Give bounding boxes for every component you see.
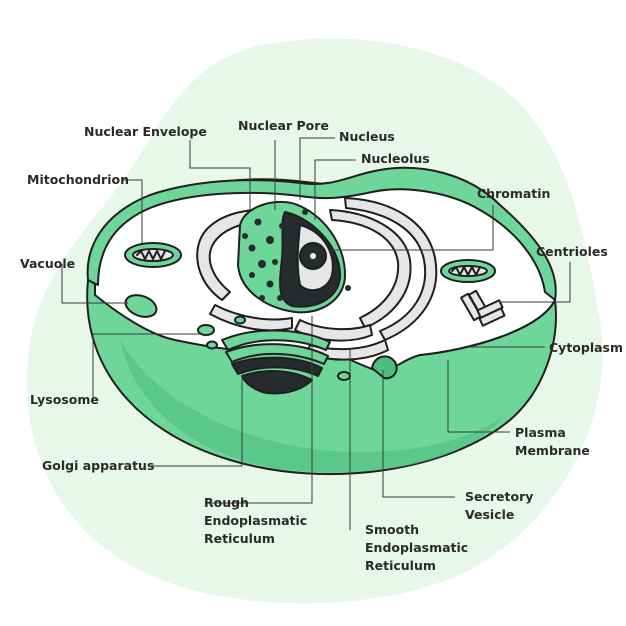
label-chromatin: Chromatin xyxy=(477,186,550,201)
nucleolus-highlight xyxy=(310,253,316,259)
label-nuclear-pore: Nuclear Pore xyxy=(238,118,329,133)
label-plasma-membrane-line1: Plasma xyxy=(515,425,566,440)
nuclear-pores xyxy=(242,209,351,301)
label-mitochondrion: Mitochondrion xyxy=(27,172,129,187)
label-nucleolus: Nucleolus xyxy=(361,151,430,166)
lysosomes xyxy=(197,315,351,381)
label-smooth-er-line2: Endoplasmatic xyxy=(365,540,468,555)
label-nucleus: Nucleus xyxy=(339,129,395,144)
label-plasma-membrane-line2: Membrane xyxy=(515,443,590,458)
label-secretory-vesicle-line2: Vesicle xyxy=(465,507,514,522)
label-vacuole: Vacuole xyxy=(20,256,75,271)
label-smooth-er-line3: Reticulum xyxy=(365,558,436,573)
vacuole xyxy=(124,294,158,318)
leader-lines xyxy=(61,137,571,530)
label-rough-er-line2: Endoplasmatic xyxy=(204,513,307,528)
cell-body-shadow xyxy=(120,340,505,473)
nucleus-group xyxy=(237,201,351,314)
cell-rim xyxy=(86,166,557,301)
secretory-vesicle xyxy=(371,355,398,380)
label-centrioles: Centrioles xyxy=(536,244,608,259)
mitochondrion-right xyxy=(440,259,496,283)
label-smooth-er-line1: Smooth xyxy=(365,522,419,537)
label-golgi-apparatus: Golgi apparatus xyxy=(42,458,154,473)
label-rough-er-line3: Reticulum xyxy=(204,531,275,546)
mitochondrion xyxy=(124,242,182,268)
label-cytoplasm: Cytoplasm xyxy=(549,340,623,355)
golgi-apparatus xyxy=(221,329,331,395)
label-lysosome: Lysosome xyxy=(30,392,99,407)
label-secretory-vesicle-line1: Secretory xyxy=(465,489,533,504)
labels: Nuclear Envelope Nuclear Pore Nucleus Nu… xyxy=(20,118,623,573)
label-rough-er-line1: Rough xyxy=(204,495,249,510)
label-nuclear-envelope: Nuclear Envelope xyxy=(84,124,207,139)
centrioles xyxy=(460,289,506,327)
